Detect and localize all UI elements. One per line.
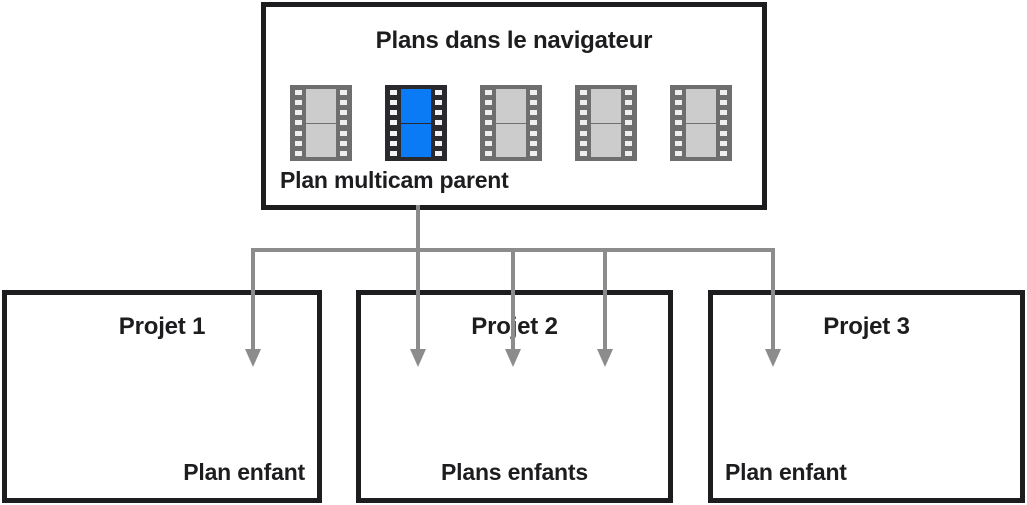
clip-parent-2-multicam[interactable] bbox=[385, 85, 447, 161]
film-panes bbox=[590, 88, 622, 158]
parent-clip-caption: Plan multicam parent bbox=[280, 167, 509, 193]
clip-parent-4[interactable] bbox=[575, 85, 637, 161]
sprocket-holes-right-icon bbox=[433, 88, 444, 158]
project-1-title: Projet 1 bbox=[118, 313, 206, 340]
sprocket-holes-right-icon bbox=[718, 88, 729, 158]
clip-parent-3[interactable] bbox=[480, 85, 542, 161]
film-panes bbox=[685, 88, 717, 158]
project-1-box: Projet 1 bbox=[2, 290, 322, 503]
project-2-caption: Plans enfants bbox=[441, 459, 588, 485]
project-2-title: Projet 2 bbox=[471, 313, 558, 340]
film-panes bbox=[495, 88, 527, 158]
sprocket-holes-right-icon bbox=[623, 88, 634, 158]
project-3-title: Projet 3 bbox=[823, 313, 910, 340]
project-3-box: Projet 3 bbox=[708, 290, 1025, 503]
sprocket-holes-right-icon bbox=[338, 88, 349, 158]
parent-box-title: Plans dans le navigateur bbox=[375, 27, 653, 54]
sprocket-holes-left-icon bbox=[483, 88, 494, 158]
project-3-caption: Plan enfant bbox=[725, 459, 847, 485]
film-panes bbox=[400, 88, 432, 158]
parent-browser-box: Plans dans le navigateur bbox=[261, 2, 767, 210]
parent-clip-row bbox=[290, 85, 732, 161]
project-1-caption: Plan enfant bbox=[183, 459, 305, 485]
sprocket-holes-right-icon bbox=[528, 88, 539, 158]
clip-parent-5[interactable] bbox=[670, 85, 732, 161]
sprocket-holes-left-icon bbox=[578, 88, 589, 158]
sprocket-holes-left-icon bbox=[388, 88, 399, 158]
sprocket-holes-left-icon bbox=[673, 88, 684, 158]
clip-parent-1[interactable] bbox=[290, 85, 352, 161]
sprocket-holes-left-icon bbox=[293, 88, 304, 158]
film-panes bbox=[305, 88, 337, 158]
project-2-box: Projet 2 bbox=[356, 290, 673, 503]
